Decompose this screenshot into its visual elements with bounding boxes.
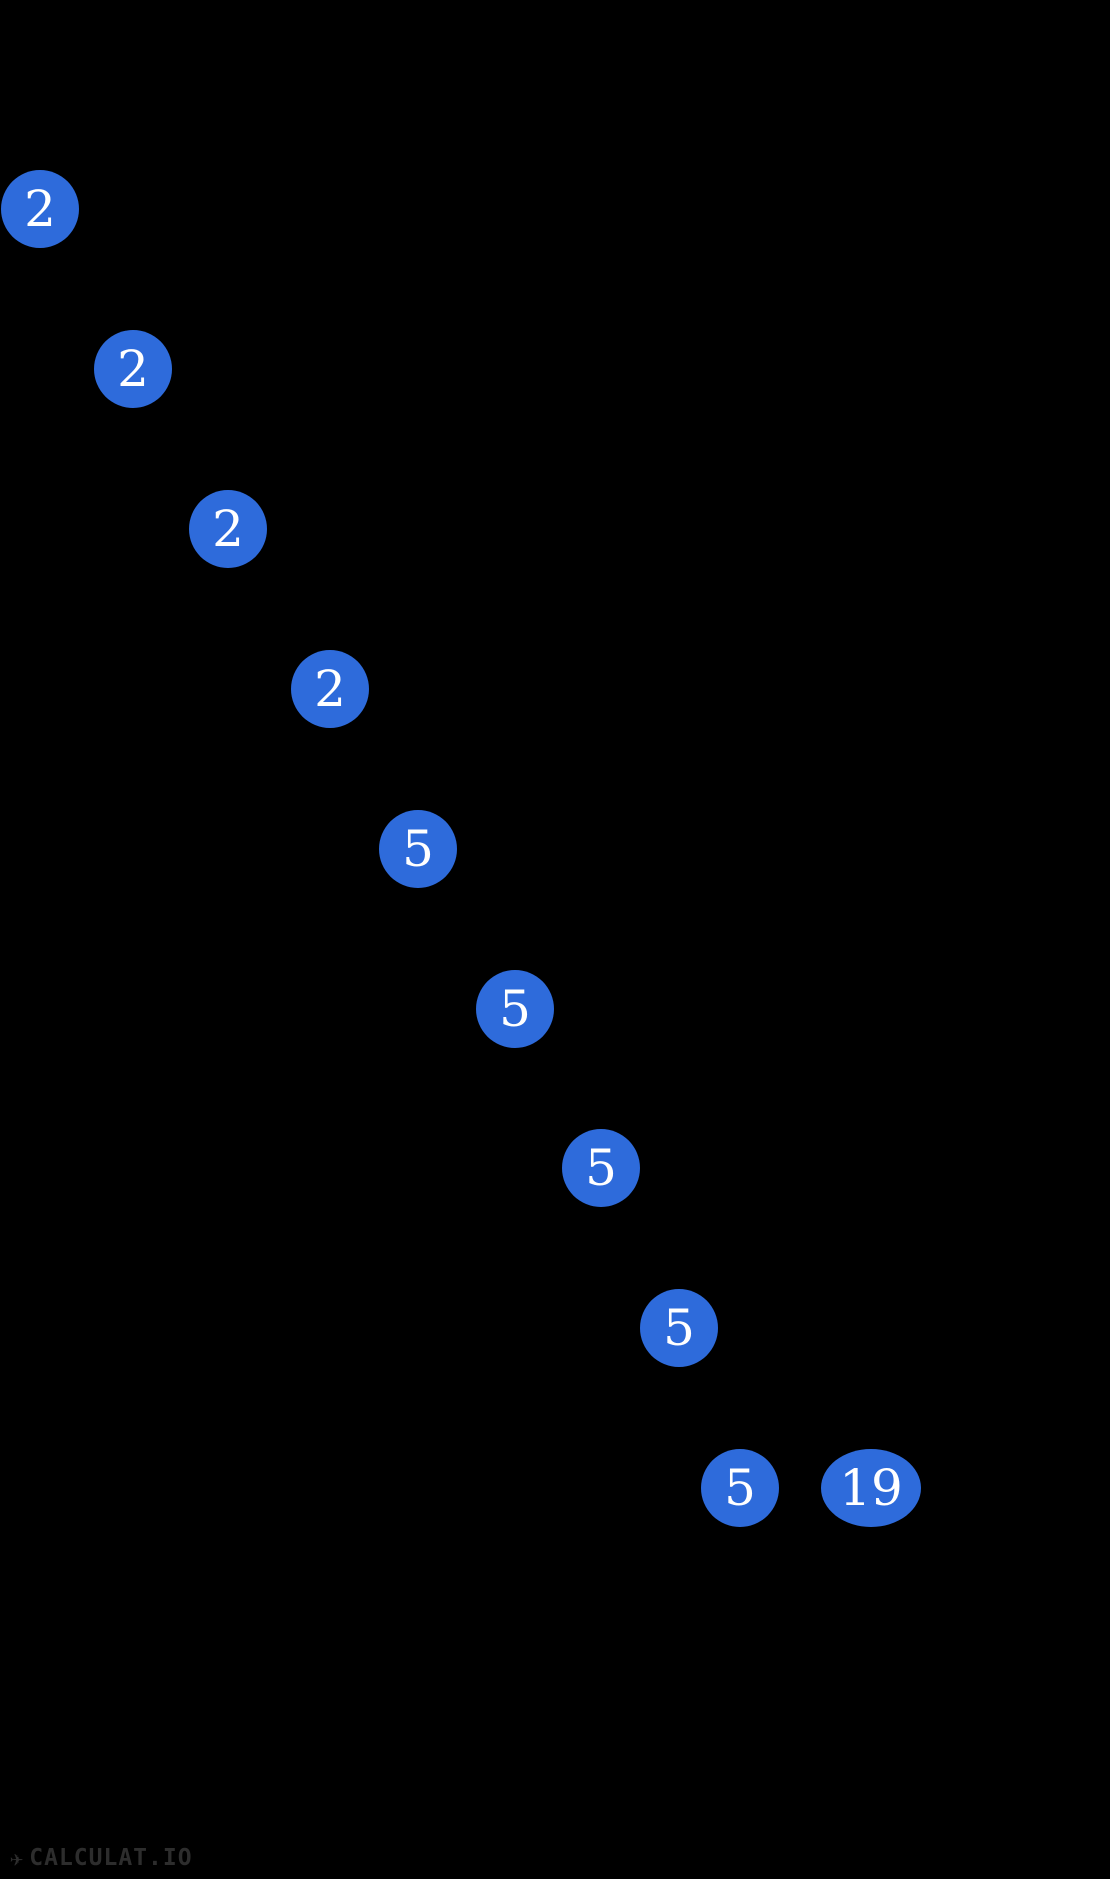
factor-node: 2 bbox=[189, 490, 267, 568]
factor-node: 5 bbox=[379, 810, 457, 888]
watermark: ✈ CALCULAT.IO bbox=[10, 1845, 193, 1872]
factor-node: 19 bbox=[821, 1449, 921, 1527]
factor-node: 5 bbox=[476, 970, 554, 1048]
watermark-text: CALCULAT.IO bbox=[29, 1845, 193, 1871]
factor-node: 2 bbox=[1, 170, 79, 248]
factor-node: 5 bbox=[640, 1289, 718, 1367]
plane-icon: ✈ bbox=[10, 1846, 25, 1872]
factor-node: 5 bbox=[701, 1449, 779, 1527]
factor-node: 2 bbox=[291, 650, 369, 728]
factor-node: 5 bbox=[562, 1129, 640, 1207]
factor-node: 2 bbox=[94, 330, 172, 408]
